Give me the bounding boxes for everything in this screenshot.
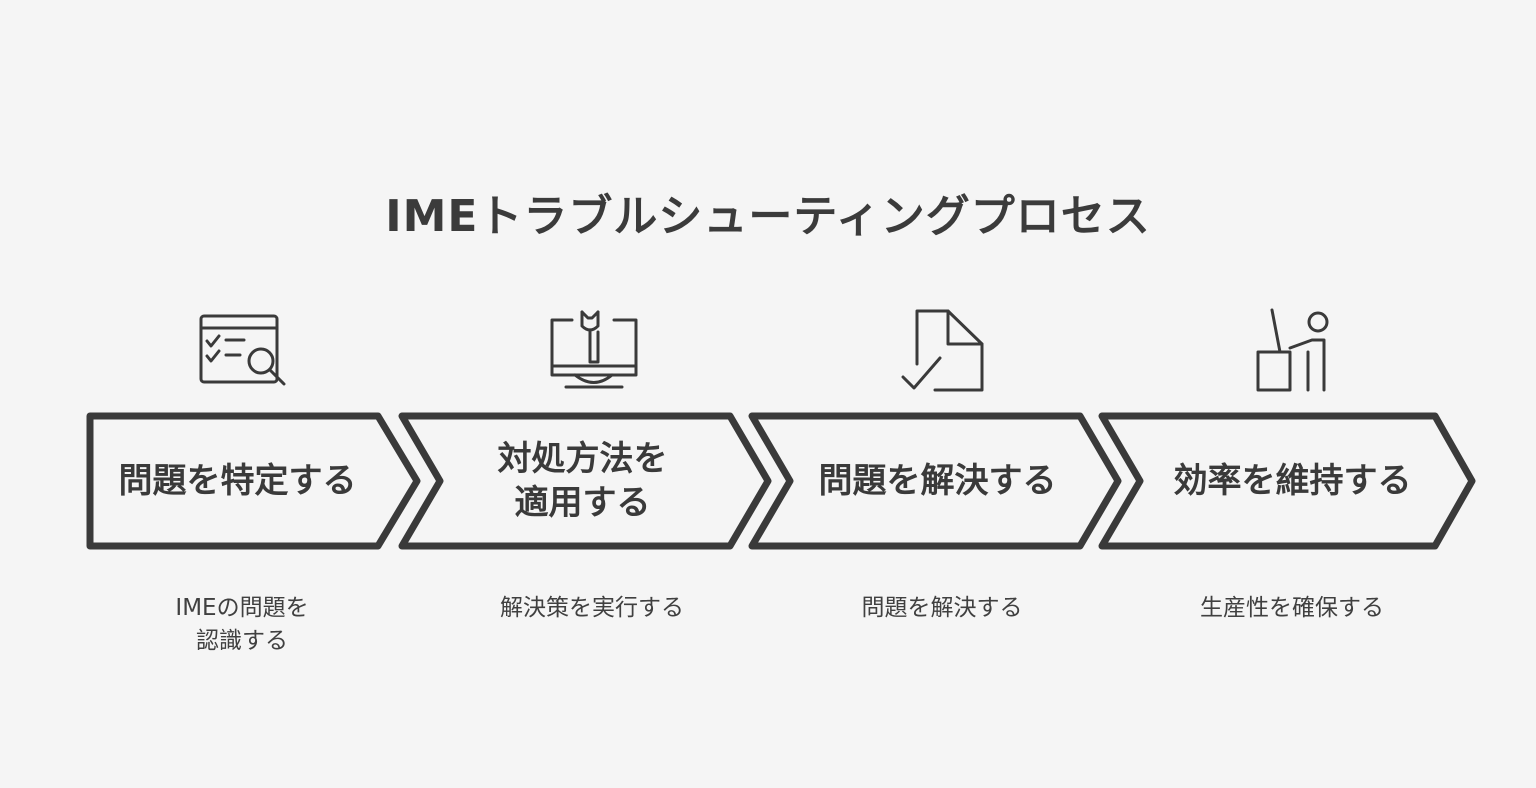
step-3-chevron bbox=[748, 412, 1122, 550]
step-2-label: 対処方法を 適用する bbox=[497, 438, 668, 523]
wrench-monitor-icon bbox=[550, 310, 638, 389]
step-3-description: 問題を解決する bbox=[861, 595, 1023, 621]
step-2-chevron bbox=[398, 412, 772, 550]
step-4-label: 効率を維持する bbox=[1173, 460, 1412, 501]
checklist-magnifier-icon bbox=[199, 314, 286, 386]
step-1-description: IMEの問題を 認識する bbox=[175, 595, 309, 655]
step-4-description: 生産性を確保する bbox=[1200, 595, 1384, 621]
step-4-chevron bbox=[1098, 412, 1476, 550]
diagram-title: IMEトラブルシューティングプロセス bbox=[385, 191, 1151, 242]
step-3-label: 問題を解決する bbox=[818, 460, 1057, 501]
step-2-description: 解決策を実行する bbox=[500, 595, 684, 621]
person-at-desk-icon bbox=[1256, 308, 1329, 392]
step-1-chevron bbox=[86, 412, 421, 550]
step-1-label: 問題を特定する bbox=[118, 460, 357, 501]
document-check-icon bbox=[901, 309, 984, 392]
